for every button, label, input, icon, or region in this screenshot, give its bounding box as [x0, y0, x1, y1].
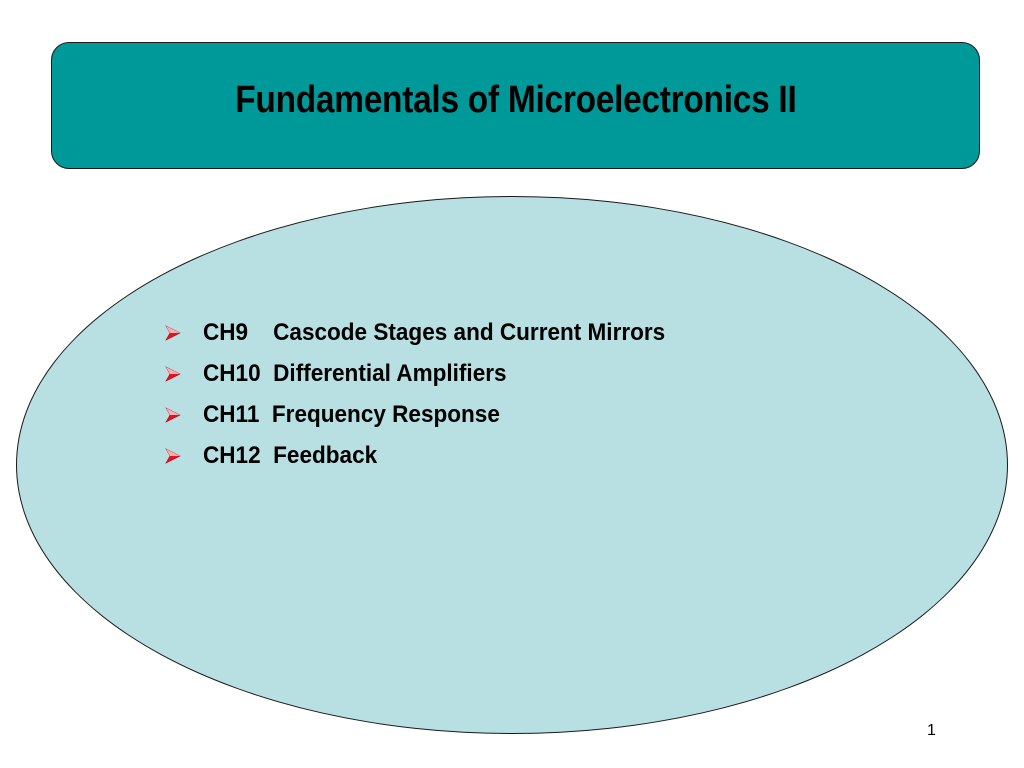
red-arrowhead-icon [165, 406, 181, 423]
list-item: CH11 Frequency Response [165, 394, 705, 435]
red-arrowhead-icon [165, 365, 181, 382]
bullet-text: CH10 Differential Amplifiers [203, 359, 507, 387]
bullet-text: CH11 Frequency Response [203, 400, 500, 428]
red-arrowhead-icon [165, 447, 181, 464]
bullet-text: CH9 Cascode Stages and Current Mirrors [203, 318, 666, 346]
list-item: CH12 Feedback [165, 435, 705, 476]
list-item: CH10 Differential Amplifiers [165, 353, 705, 394]
list-item: CH9 Cascode Stages and Current Mirrors [165, 312, 705, 353]
slide-title: Fundamentals of Microelectronics II [234, 79, 797, 121]
content-ellipse [16, 196, 1008, 734]
bullet-text: CH12 Feedback [203, 441, 378, 469]
red-arrowhead-icon [165, 324, 181, 341]
title-banner: Fundamentals of Microelectronics II [51, 42, 980, 169]
chapter-list: CH9 Cascode Stages and Current Mirrors C… [165, 312, 705, 476]
page-number: 1 [927, 722, 936, 739]
